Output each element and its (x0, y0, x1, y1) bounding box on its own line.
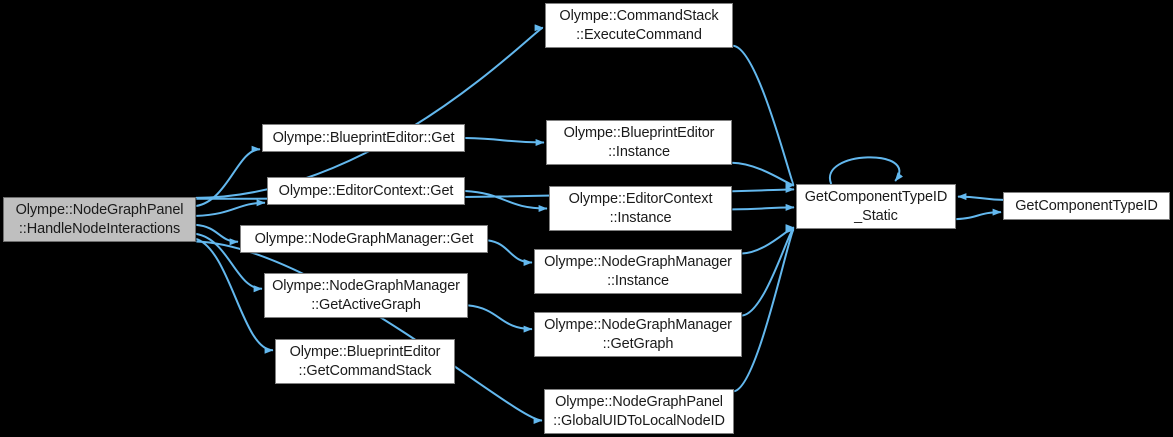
graph-node-ngm_getgraph[interactable]: Olympe::NodeGraphManager ::GetGraph (534, 312, 742, 357)
graph-node-bpeditor_get[interactable]: Olympe::BlueprintEditor::Get (262, 124, 465, 152)
edge-ngm_instance-to-getcomptypeid_static (741, 224, 795, 255)
graph-node-getcomptypeid_static[interactable]: GetComponentTypeID _Static (796, 184, 956, 229)
graph-node-label: Olympe::NodeGraphManager ::Instance (544, 253, 732, 289)
graph-node-ngp_globaluid[interactable]: Olympe::NodeGraphPanel ::GlobalUIDToLoca… (544, 389, 734, 434)
graph-node-getcomptypeid[interactable]: GetComponentTypeID (1003, 192, 1170, 220)
edge-ngm_getgraph-to-getcomptypeid_static (741, 225, 795, 317)
edge-cmdstack_execute-to-getcomptypeid_static (732, 44, 795, 189)
graph-node-editorcontext_instance[interactable]: Olympe::EditorContext ::Instance (549, 186, 732, 231)
edge-root-to-ngm_get (195, 223, 239, 246)
graph-node-cmdstack_execute[interactable]: Olympe::CommandStack ::ExecuteCommand (545, 3, 733, 48)
edge-editorcontext_instance-to-getcomptypeid_static (731, 203, 795, 211)
graph-node-label: Olympe::EditorContext::Get (278, 182, 454, 199)
edge-root-to-bpeditor_getcommandstack (195, 237, 274, 354)
graph-node-label: Olympe::CommandStack ::ExecuteCommand (559, 7, 719, 43)
edge-bpeditor_get-to-bpeditor_instance (464, 137, 545, 146)
edge-getcomptypeid_static-to-getcomptypeid_static (828, 156, 904, 185)
graph-node-label: Olympe::NodeGraphPanel ::HandleNodeInter… (15, 201, 184, 237)
edge-root-to-cmdstack_execute (195, 24, 544, 199)
edge-getcomptypeid-to-getcomptypeid_static (957, 193, 1004, 201)
graph-node-label: GetComponentTypeID _Static (804, 188, 948, 224)
edge-root-to-bpeditor_get (195, 145, 261, 207)
edge-ngm_getactivegraph-to-ngm_getgraph (467, 304, 533, 333)
graph-node-label: Olympe::NodeGraphManager ::GetGraph (544, 316, 732, 352)
graph-node-label: Olympe::NodeGraphManager::Get (254, 230, 474, 247)
graph-node-bpeditor_instance[interactable]: Olympe::BlueprintEditor ::Instance (546, 120, 732, 165)
graph-node-label: Olympe::BlueprintEditor ::GetCommandStac… (289, 343, 441, 379)
graph-node-ngm_get[interactable]: Olympe::NodeGraphManager::Get (240, 225, 488, 253)
edge-editorcontext_get-to-editorcontext_instance (464, 190, 548, 212)
edge-getcomptypeid_static-to-getcomptypeid (955, 208, 1002, 221)
graph-node-label: Olympe::BlueprintEditor::Get (272, 129, 455, 146)
graph-node-label: Olympe::BlueprintEditor ::Instance (563, 124, 715, 160)
edge-root-to-ngp_globaluid (195, 240, 543, 424)
edge-bpeditor_instance-to-getcomptypeid_static (731, 161, 795, 189)
graph-node-root[interactable]: Olympe::NodeGraphPanel ::HandleNodeInter… (3, 197, 196, 242)
edge-ngm_get-to-ngm_instance (487, 239, 533, 266)
graph-node-label: GetComponentTypeID (1015, 197, 1158, 214)
graph-node-bpeditor_getcommandstack[interactable]: Olympe::BlueprintEditor ::GetCommandStac… (275, 339, 455, 384)
edge-ngp_globaluid-to-getcomptypeid_static (733, 226, 795, 393)
graph-node-label: Olympe::NodeGraphManager ::GetActiveGrap… (272, 277, 460, 313)
graph-node-ngm_getactivegraph[interactable]: Olympe::NodeGraphManager ::GetActiveGrap… (264, 273, 468, 318)
edge-root-to-editorcontext_get (195, 199, 266, 217)
graph-node-editorcontext_get[interactable]: Olympe::EditorContext::Get (267, 177, 465, 205)
graph-node-ngm_instance[interactable]: Olympe::NodeGraphManager ::Instance (534, 249, 742, 294)
graph-node-label: Olympe::NodeGraphPanel ::GlobalUIDToLoca… (553, 393, 725, 429)
edge-root-to-ngm_getactivegraph (195, 232, 263, 293)
graph-node-label: Olympe::EditorContext ::Instance (568, 190, 713, 226)
